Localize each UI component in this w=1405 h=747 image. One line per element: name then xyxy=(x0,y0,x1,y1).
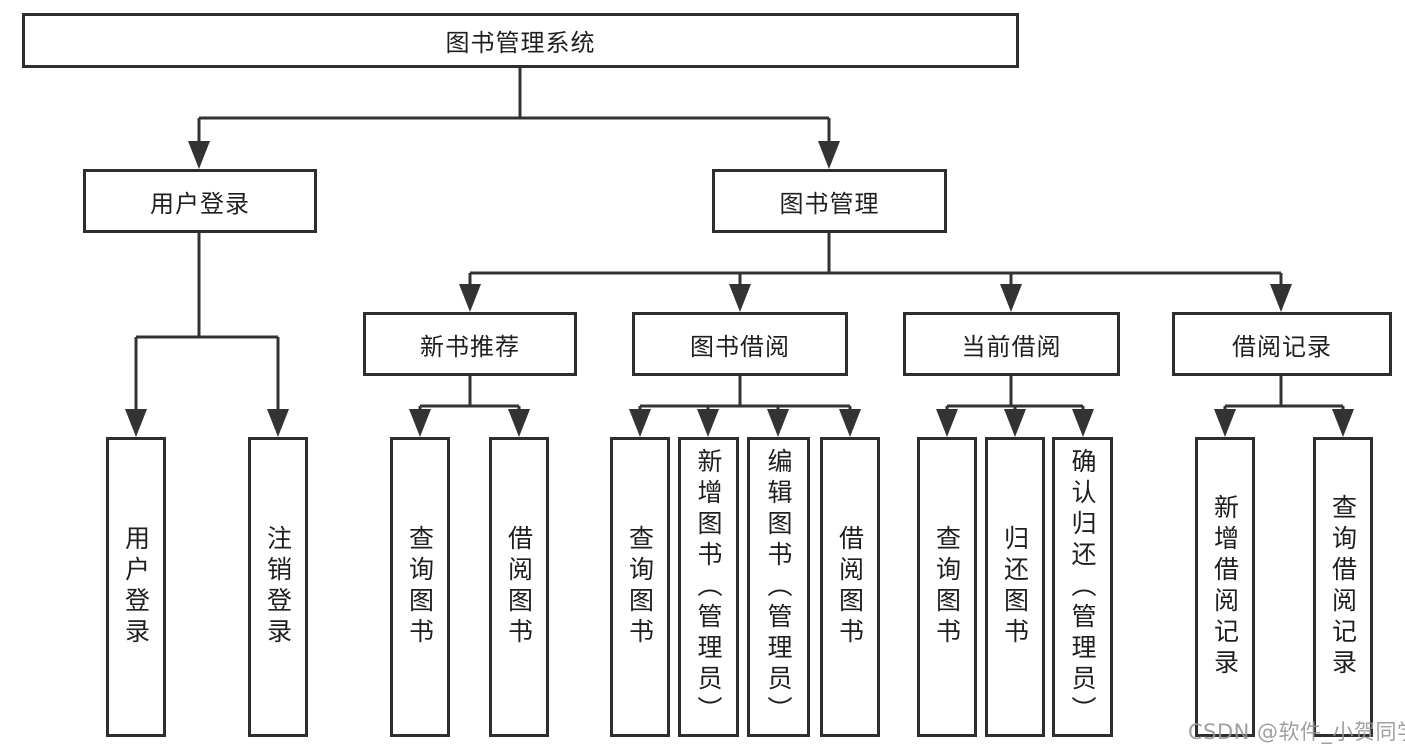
arrowhead-leaf-borrow-books-2 xyxy=(839,409,861,437)
leaf-borrow-books-recommend: 借阅图书 xyxy=(489,437,549,737)
arrowhead-user-login xyxy=(188,141,210,169)
node-book-borrow: 图书借阅 xyxy=(632,312,848,376)
node-current-borrow: 当前借阅 xyxy=(903,312,1120,376)
leaf-user-login: 用户登录 xyxy=(106,437,166,737)
arrowhead-leaf-borrow-books-1 xyxy=(508,409,530,437)
arrowhead-leaf-logout xyxy=(267,409,289,437)
arrowhead-leaf-confirm-return xyxy=(1072,409,1094,437)
connector-recommend-to-leaves xyxy=(418,376,521,415)
connector-root-to-level2 xyxy=(197,68,831,150)
arrowhead-leaf-query-books-3 xyxy=(936,409,958,437)
leaf-edit-book-admin: 编辑图书（管理员） xyxy=(747,437,810,737)
leaf-confirm-return-admin: 确认归还（管理员） xyxy=(1052,437,1113,737)
leaf-borrow-books-borrow: 借阅图书 xyxy=(820,437,880,737)
leaf-query-books-recommend: 查询图书 xyxy=(390,437,450,737)
arrowhead-borrow-records xyxy=(1270,284,1292,312)
arrowhead-leaf-query-record xyxy=(1332,409,1354,437)
connector-login-to-leaves xyxy=(134,233,280,415)
arrowhead-new-book-recommend xyxy=(459,284,481,312)
connector-records-to-leaves xyxy=(1223,376,1345,415)
node-root-library-system: 图书管理系统 xyxy=(22,13,1019,68)
arrowhead-current-borrow xyxy=(1000,284,1022,312)
arrowhead-leaf-return-book xyxy=(1004,409,1026,437)
node-new-book-recommend: 新书推荐 xyxy=(363,312,577,376)
node-book-management: 图书管理 xyxy=(712,169,947,233)
arrowhead-leaf-edit-book xyxy=(767,409,789,437)
arrowhead-book-management xyxy=(818,141,840,169)
arrowhead-book-borrow xyxy=(729,284,751,312)
connector-borrow-to-leaves xyxy=(638,376,852,415)
leaf-add-book-admin: 新增图书（管理员） xyxy=(678,437,739,737)
arrowhead-leaf-add-book xyxy=(697,409,719,437)
csdn-watermark: CSDN @软件_小贺同学 xyxy=(1188,720,1405,744)
arrowhead-leaf-query-books-1 xyxy=(409,409,431,437)
arrowhead-leaf-query-books-2 xyxy=(629,409,651,437)
leaf-query-borrow-record: 查询借阅记录 xyxy=(1313,437,1373,737)
leaf-query-books-current: 查询图书 xyxy=(917,437,977,737)
arrowhead-leaf-add-record xyxy=(1214,409,1236,437)
leaf-add-borrow-record: 新增借阅记录 xyxy=(1195,437,1255,737)
leaf-query-books-borrow: 查询图书 xyxy=(610,437,670,737)
node-user-login: 用户登录 xyxy=(83,169,317,233)
leaf-return-book: 归还图书 xyxy=(985,437,1045,737)
leaf-logout: 注销登录 xyxy=(248,437,308,737)
connector-management-to-level3 xyxy=(468,233,1283,292)
node-borrow-records: 借阅记录 xyxy=(1172,312,1392,376)
arrowhead-leaf-user-login xyxy=(125,409,147,437)
